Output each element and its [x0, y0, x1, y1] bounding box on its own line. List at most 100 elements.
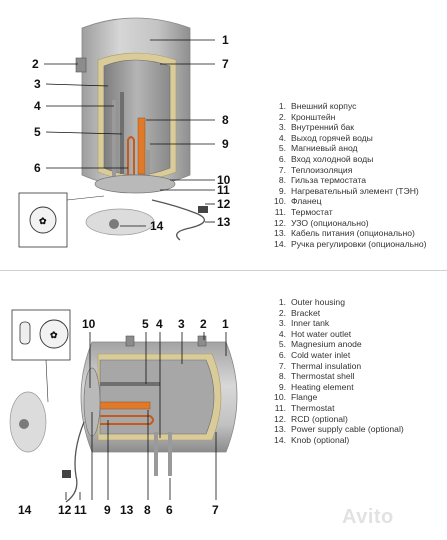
callout-9: 9: [104, 503, 111, 517]
magnesium-anode-shape: [100, 382, 160, 386]
bracket-shape: [197, 335, 207, 347]
legend-item: 5.Магниевый анод: [272, 143, 427, 154]
legend-num: 4.: [278, 132, 286, 143]
legend-num: 11.: [274, 402, 286, 413]
legend-item: 14.Knob (optional): [272, 435, 404, 446]
inset-leader: [66, 195, 105, 201]
callout-leaders-top: [44, 39, 215, 227]
callout-6: 6: [166, 503, 173, 517]
legend-text: Ручка регулировки (опционально): [291, 238, 427, 249]
callout-1: 1: [222, 317, 229, 331]
rcd-plug-shape: [198, 206, 208, 213]
power-cable-shape: [65, 421, 85, 503]
flange-shape: [94, 174, 176, 194]
legend-text: Кабель питания (опционально): [291, 228, 415, 239]
legend-text: Кронштейн: [291, 111, 336, 122]
callout-14: 14: [150, 219, 164, 233]
legend-text: Outer housing: [291, 297, 345, 307]
legend-text: Внешний корпус: [291, 101, 357, 111]
legend-num: 8.: [278, 175, 286, 186]
legend-num: 13.: [274, 424, 286, 435]
legend-item: 3.Внутренний бак: [272, 122, 427, 133]
legend-num: 1.: [278, 101, 286, 111]
callout-10: 10: [217, 173, 231, 187]
inset-dial-mark: ✿: [50, 330, 58, 340]
legend-text: Термостат: [291, 206, 333, 217]
horizontal-heater-panel: ✿ 10 5 4 3 2 1 14 12 11 9 7 8: [0, 292, 447, 540]
legend-item: 12.RCD (optional): [272, 414, 404, 425]
legend-num: 9.: [278, 185, 286, 196]
legend-item: 8.Thermostat shell: [272, 371, 404, 382]
legend-text: Нагревательный элемент (ТЭН): [291, 185, 419, 196]
inset-led-shape: [19, 321, 31, 345]
legend-text: Thermostat shell: [291, 371, 355, 382]
legend-num: 3.: [278, 318, 286, 329]
callout-1: 1: [222, 33, 229, 47]
callout-13: 13: [217, 215, 231, 229]
legend-item: 2.Bracket: [272, 308, 404, 319]
legend-num: 13.: [274, 228, 286, 239]
legend-russian: 1. Внешний корпус 2.Кронштейн 3.Внутренни…: [272, 101, 427, 250]
legend-item: 10.Фланец: [272, 196, 427, 207]
legend-num: 6.: [278, 349, 286, 360]
heating-element-shape: [127, 136, 135, 176]
legend-text: Heating element: [291, 381, 354, 392]
legend-item: 4.Hot water outlet: [272, 329, 404, 340]
cold-water-pipe-shape: [168, 432, 172, 476]
callout-6: 6: [34, 161, 41, 175]
thermostat-shell-shape: [137, 117, 146, 175]
legend-text: УЗО (опционально): [291, 217, 369, 228]
legend-item: 7.Теплоизоляция: [272, 165, 427, 176]
legend-item: 1. Внешний корпус: [272, 101, 427, 112]
heating-element-shape: [100, 415, 154, 425]
legend-item: 2.Кронштейн: [272, 112, 427, 123]
vertical-heater-panel: ✿ 1 2 3 4 5 6 7 8 9 10 11 1: [0, 0, 447, 262]
callout-9: 9: [222, 137, 229, 151]
inner-tank-shape: [99, 359, 215, 435]
callout-5: 5: [34, 125, 41, 139]
legend-item: 6.Cold water inlet: [272, 350, 404, 361]
legend-num: 5.: [278, 339, 286, 350]
panel-divider: [0, 270, 447, 271]
inset-leader: [45, 359, 49, 403]
legend-item: 1. Outer housing: [272, 297, 404, 308]
callout-12: 12: [58, 503, 72, 517]
callout-11: 11: [217, 183, 230, 197]
knob-shape: [109, 219, 119, 229]
legend-item: 14.Ручка регулировки (опционально): [272, 238, 427, 250]
legend-text: Внутренний бак: [291, 122, 355, 133]
callout-12: 12: [217, 197, 231, 211]
legend-text: Вход холодной воды: [291, 153, 374, 164]
inset-dial-shape: [39, 319, 69, 349]
callout-4: 4: [34, 99, 41, 113]
legend-text: Magnesium anode: [291, 339, 362, 350]
callout-2: 2: [32, 57, 39, 71]
legend-item: 5. Magnesium anode: [272, 339, 404, 350]
legend-item: 7.Thermal insulation: [272, 361, 404, 372]
cold-water-pipe-shape: [146, 150, 150, 186]
callout-7: 7: [212, 503, 219, 517]
thermostat-shell-shape: [99, 401, 151, 410]
callout-7: 7: [222, 57, 229, 71]
power-cable-shape: [151, 199, 206, 241]
callout-4: 4: [156, 317, 163, 331]
callout-11: 11: [74, 503, 87, 517]
magnesium-anode-shape: [120, 92, 124, 174]
legend-item: 12.УЗО (опционально): [272, 218, 427, 229]
legend-text: Knob (optional): [291, 434, 350, 445]
hot-water-pipe-shape: [112, 100, 116, 186]
legend-item: 4. Выход горячей воды: [272, 133, 427, 144]
knob-shape: [19, 419, 29, 429]
legend-item: 11.Thermostat: [272, 403, 404, 414]
avito-watermark: Avito: [342, 506, 394, 528]
legend-num: 7.: [278, 360, 286, 371]
callout-14: 14: [18, 503, 32, 517]
legend-text: Теплоизоляция: [291, 164, 353, 175]
legend-item: 13. Кабель питания (опционально): [272, 228, 427, 239]
bracket-shape: [75, 57, 87, 73]
legend-item: 13.Power supply cable (optional): [272, 424, 404, 435]
legend-text: Магниевый анод: [291, 143, 358, 154]
legend-num: 1.: [278, 297, 286, 307]
legend-text: Flange: [291, 392, 318, 403]
legend-text: Выход горячей воды: [291, 132, 373, 143]
